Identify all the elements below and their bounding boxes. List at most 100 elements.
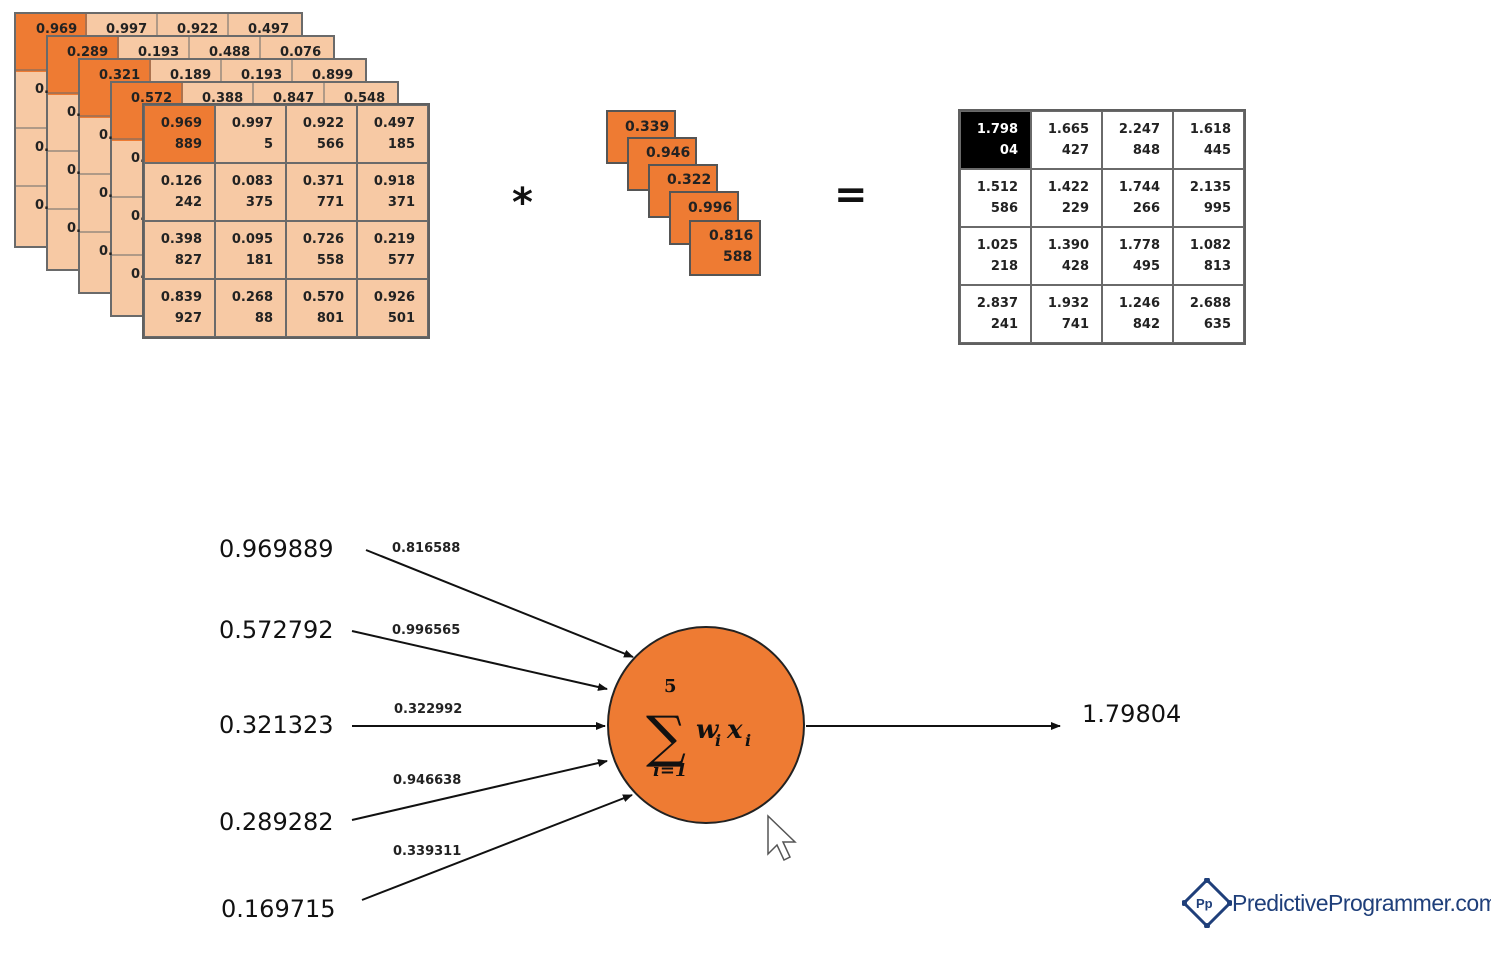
cell-top: 1.512 (976, 180, 1018, 195)
sheet-3-label-3: 0.193 (241, 68, 283, 83)
cell-top: 0.922 (302, 116, 344, 131)
cell-bottom: 635 (1203, 317, 1231, 332)
cell-top: 0.997 (231, 116, 273, 131)
cell-top: 0.126 (160, 174, 202, 189)
cell-bottom: 995 (1203, 201, 1231, 216)
logo-mark-icon: Pp (1182, 878, 1232, 928)
input-edge-4 (351, 759, 608, 821)
logo-mark-text: Pp (1196, 896, 1213, 911)
side-label: 0. (67, 163, 81, 178)
cell-bottom: 427 (1061, 143, 1089, 158)
output-cell: 1.665 427 (1031, 111, 1102, 169)
cell-top: 0.726 (302, 232, 344, 247)
side-label: 0. (35, 198, 49, 213)
equals-operator: = (834, 172, 868, 218)
side-label: 0. (131, 209, 145, 224)
multiply-operator: * (512, 180, 533, 226)
back-sheet-gridlines (14, 12, 325, 256)
weight-value-3: 0.322992 (394, 702, 463, 717)
output-cell: 1.025 218 (960, 227, 1031, 285)
cell-bottom: 927 (174, 311, 202, 326)
cell-bottom: 827 (174, 253, 202, 268)
input-cell: 0.126 242 (144, 163, 215, 221)
side-label: 0. (99, 186, 113, 201)
cell-top: 0.268 (231, 290, 273, 305)
cell-bottom: 371 (387, 195, 415, 210)
cell-bottom: 88 (254, 311, 273, 326)
side-label: 0. (131, 151, 145, 166)
cell-bottom: 813 (1203, 259, 1231, 274)
cell-top: 0.918 (373, 174, 415, 189)
cell-bottom: 848 (1132, 143, 1160, 158)
logo-text: PredictiveProgrammer.com (1232, 889, 1491, 916)
cell-bottom: 218 (990, 259, 1018, 274)
cell-top: 1.744 (1118, 180, 1160, 195)
cell-bottom: 501 (387, 311, 415, 326)
cell-top: 1.665 (1047, 122, 1089, 137)
cell-top: 0.371 (302, 174, 344, 189)
neuron-output-value: 1.79804 (1082, 700, 1182, 728)
sheet-1-label-1: 0.969 (36, 22, 78, 37)
input-cell: 0.398 827 (144, 221, 215, 279)
output-cell: 1.744 266 (1102, 169, 1173, 227)
output-cell: 1.778 495 (1102, 227, 1173, 285)
sum-term-sub2: i (745, 731, 751, 750)
sheet-4-label-2: 0.388 (202, 91, 244, 106)
input-edge-1 (365, 549, 634, 658)
input-cell: 0.268 88 (215, 279, 286, 337)
side-label: 0. (131, 267, 145, 282)
cursor-icon (767, 814, 797, 862)
sheet-3-label-1: 0.321 (99, 68, 141, 83)
cell-bottom: 445 (1203, 143, 1231, 158)
cell-bottom: 229 (1061, 201, 1089, 216)
side-label: 0. (67, 105, 81, 120)
sheet-4-label-4: 0.548 (344, 91, 386, 106)
output-cell: 2.837 241 (960, 285, 1031, 343)
cell-bottom: 266 (1132, 201, 1160, 216)
cell-bottom: 495 (1132, 259, 1160, 274)
cell-bottom: 842 (1132, 317, 1160, 332)
sum-upper-limit: 5 (664, 676, 677, 697)
sum-term-x: x (726, 715, 743, 745)
cell-bottom: 242 (174, 195, 202, 210)
input-value-5: 0.169715 (221, 895, 336, 923)
weight-value-4: 0.946638 (393, 773, 462, 788)
cell-top: 1.390 (1047, 238, 1089, 253)
sheet-2-label-4: 0.076 (280, 45, 322, 60)
kernel-value-5-bottom: 588 (723, 249, 753, 265)
kernel-value-2: 0.946 (646, 145, 691, 161)
sheet-3-label-2: 0.189 (170, 68, 212, 83)
input-value-1: 0.969889 (219, 535, 334, 563)
cell-bottom: 741 (1061, 317, 1089, 332)
side-label: 0. (67, 221, 81, 236)
cell-top: 0.095 (231, 232, 273, 247)
weight-value-5: 0.339311 (393, 844, 462, 859)
kernel-card-5 (689, 220, 761, 276)
weight-value-2: 0.996565 (392, 623, 461, 638)
cell-top: 1.025 (976, 238, 1018, 253)
cell-top: 0.219 (373, 232, 415, 247)
cell-top: 0.083 (231, 174, 273, 189)
sheet-4-label-1: 0.572 (131, 91, 173, 106)
cell-top: 1.618 (1189, 122, 1231, 137)
cell-bottom: 241 (990, 317, 1018, 332)
sheet-1-label-4: 0.497 (248, 22, 290, 37)
cell-top: 0.398 (160, 232, 202, 247)
cell-top: 1.778 (1118, 238, 1160, 253)
cell-top: 2.837 (976, 296, 1018, 311)
